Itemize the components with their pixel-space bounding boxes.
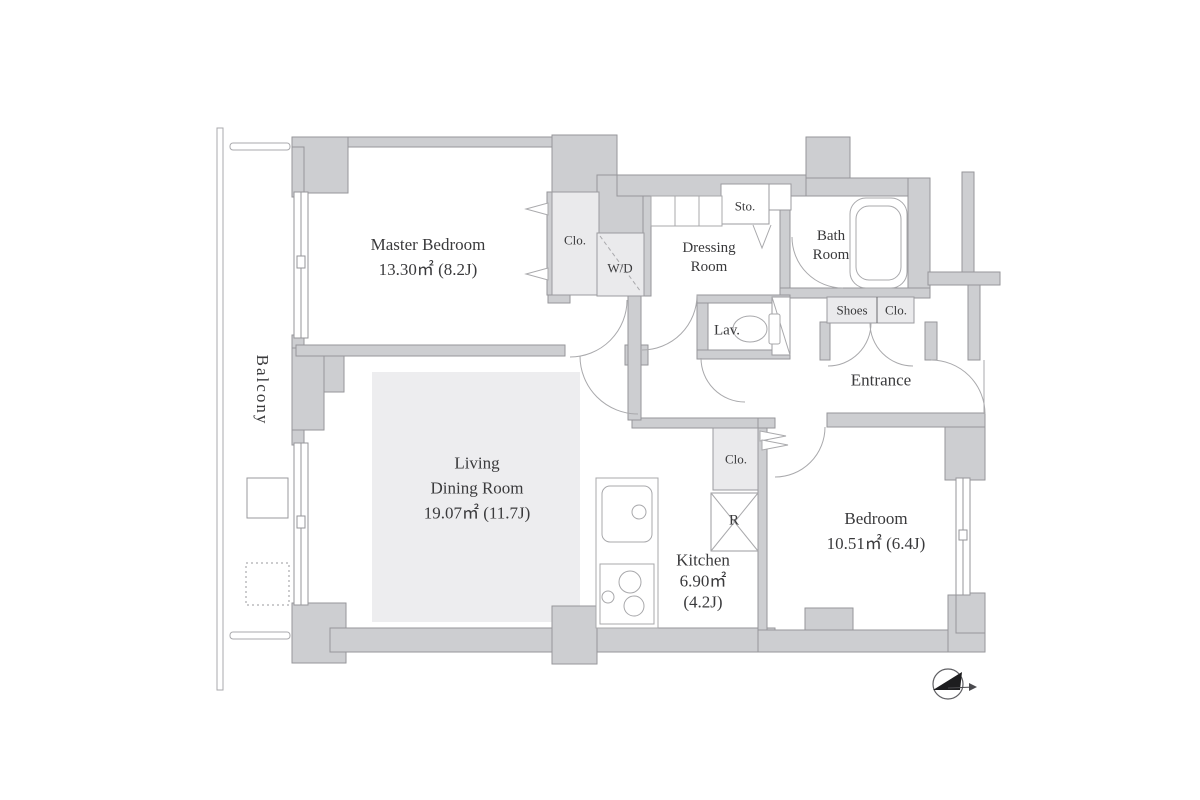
storage-label: Sto. (734, 198, 756, 214)
kitchen-area-2: (4.2J) (683, 592, 723, 612)
shoes-closet-label-left: Shoes (836, 302, 868, 318)
living-dining-name-2: Dining Room (430, 478, 524, 498)
washer-dryer-diagonal (599, 235, 642, 293)
wall-segment (961, 171, 975, 273)
master-closet-door-mark (524, 267, 549, 281)
balcony-unit-dotted (245, 562, 290, 606)
living-dining-label: Living Dining Room 19.07㎡ (11.7J) (424, 451, 531, 526)
kitchen-sink (601, 485, 653, 543)
closet-boxes (551, 183, 915, 552)
wall-segment (757, 417, 776, 429)
toilet-tank (768, 313, 781, 345)
wall-segment (779, 195, 791, 297)
wall-segment (819, 321, 831, 361)
door-arc-master (569, 299, 628, 358)
bath-line-1: Bath (816, 228, 846, 244)
wall-segment (631, 417, 776, 429)
stove-burner (623, 595, 645, 617)
wall-segment (627, 294, 642, 421)
storage-box-small (768, 183, 792, 211)
ldk-shaded-area (372, 372, 580, 622)
door-arc-front (930, 359, 986, 415)
master-closet-box (551, 191, 600, 296)
kitchen-name: Kitchen (676, 550, 730, 570)
window-handle (296, 255, 306, 269)
wall-segment (927, 271, 1001, 286)
bedroom-label: Bedroom 10.51㎡ (6.4J) (827, 506, 926, 556)
balcony-partition (229, 631, 291, 640)
wall-segment (826, 412, 986, 428)
balcony-unit-solid (246, 477, 289, 519)
master-bedroom-area: 13.30㎡ (8.2J) (378, 260, 478, 279)
wall-segment (295, 344, 566, 357)
balcony-label: Balcony (253, 354, 272, 426)
window-handle (296, 515, 306, 529)
master-closet-label: Clo. (563, 232, 587, 248)
fixtures (595, 195, 908, 629)
refrigerator-cross (710, 492, 759, 552)
living-dining-name-1: Living (454, 453, 500, 473)
kitchen-label: Kitchen 6.90㎡ (4.2J) (676, 550, 730, 613)
balcony-railing (216, 127, 224, 691)
dressing-line-1: Dressing (682, 240, 736, 256)
wall-segment (924, 321, 938, 361)
door-arc-ldk (579, 355, 639, 415)
window-handle (958, 529, 968, 541)
door-arc-bath (791, 236, 844, 289)
wall-segment (907, 177, 931, 291)
toilet-bowl (732, 315, 768, 343)
wall-segment (805, 136, 851, 181)
stove-burner (618, 570, 642, 594)
hall-closet-door-mark (759, 430, 787, 442)
bath-line-2: Room (812, 247, 850, 263)
wall-segment (757, 427, 768, 631)
wall-segment (551, 605, 598, 665)
living-dining-area: 19.07㎡ (11.7J) (423, 503, 531, 523)
balcony-structure (216, 127, 291, 691)
master-closet-door-mark (524, 202, 549, 216)
hall-closet-door-mark (761, 439, 789, 451)
door-arc-dressing (641, 294, 698, 351)
balcony-partition (229, 142, 291, 151)
storage-door-mark (752, 224, 772, 250)
master-bedroom-name: Master Bedroom (370, 235, 486, 254)
dressing-line-2: Room (690, 259, 728, 275)
door-arc-bedroom (774, 426, 826, 478)
wall-segment (291, 347, 325, 431)
bath-room-label: Bath Room (813, 227, 850, 265)
door-arc-lavatory (700, 357, 746, 403)
wall-segment (291, 146, 305, 198)
bedroom-name: Bedroom (844, 509, 908, 528)
entrance-label: Entrance (850, 370, 912, 390)
kitchen-area-1: 6.90㎡ (679, 571, 727, 591)
walls (291, 134, 1001, 665)
hall-closet-label: Clo. (724, 451, 748, 467)
wall-segment (955, 592, 986, 634)
wall-segment (547, 294, 571, 304)
door-swings (524, 202, 986, 478)
lavatory-label: Lav. (713, 322, 741, 339)
door-arc-shoes-left (827, 322, 872, 367)
master-bedroom-label: Master Bedroom 13.30㎡ (8.2J) (371, 232, 486, 282)
kitchen-faucet (631, 504, 647, 520)
washer-dryer-label: W/D (607, 260, 633, 276)
stove-burner (601, 590, 615, 604)
vanity-counter (650, 195, 723, 227)
shoes-closet-label-right: Clo. (884, 302, 908, 318)
bedroom-area: 10.51㎡ (6.4J) (826, 534, 926, 553)
bathtub-inner (855, 205, 902, 281)
refrigerator-label: R (728, 512, 740, 529)
door-arc-shoes-right (869, 322, 914, 367)
compass-icon (932, 668, 977, 700)
hall-closet-box (712, 427, 759, 491)
dressing-room-label: Dressing Room (682, 239, 735, 277)
windows (293, 191, 971, 606)
pipe-shaft-diagonal (771, 296, 791, 356)
wall-segment (967, 284, 981, 361)
